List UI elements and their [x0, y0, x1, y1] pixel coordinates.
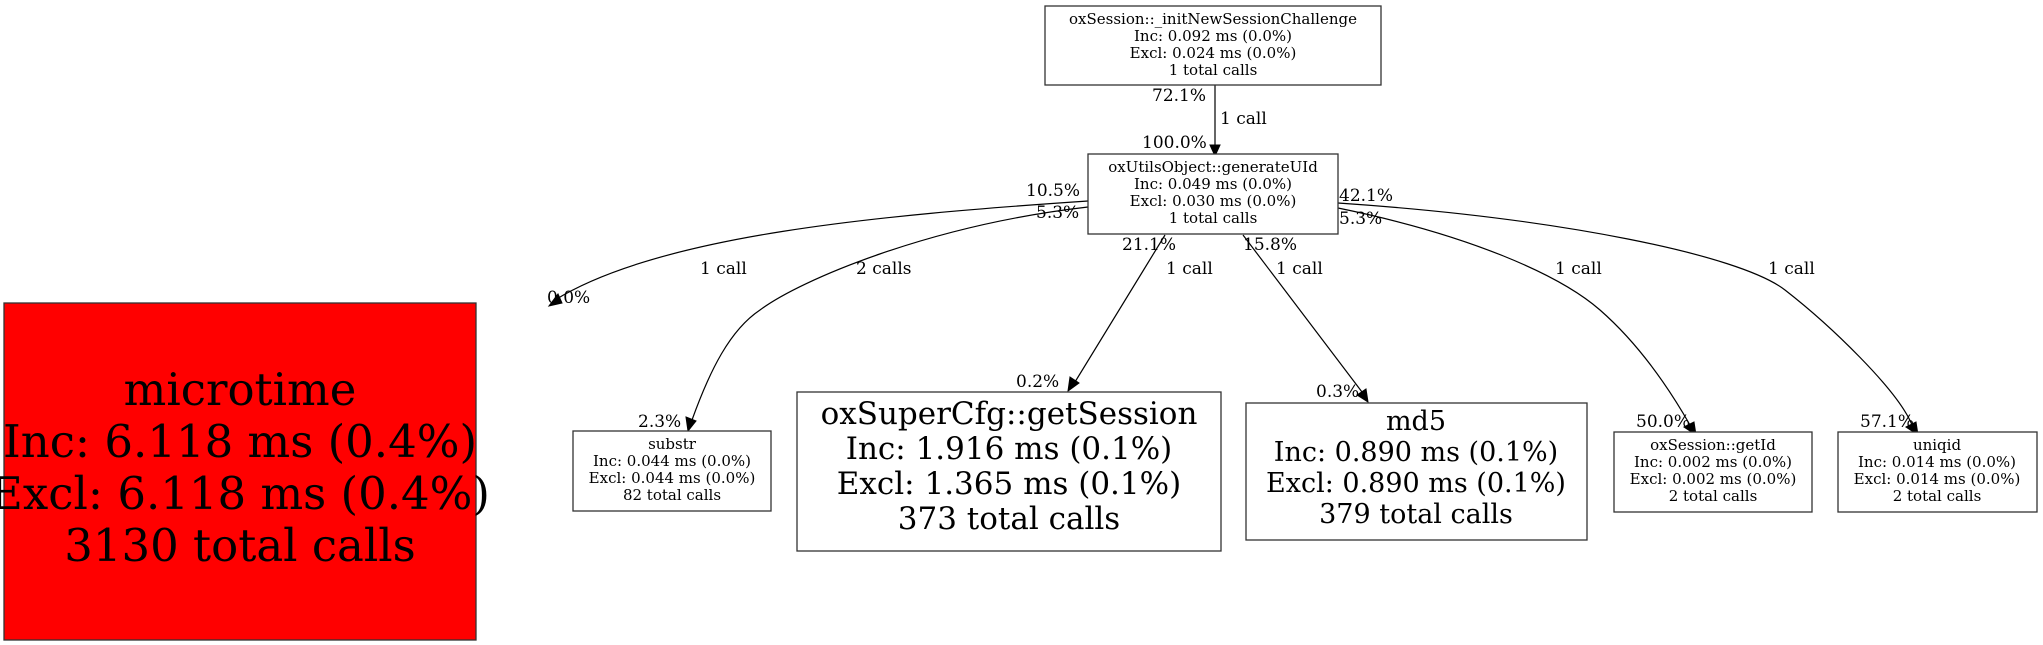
node-excl: Excl: 0.024 ms (0.0%): [1130, 44, 1297, 62]
node-excl: Excl: 0.890 ms (0.1%): [1266, 468, 1566, 499]
edge-label: 2 calls: [856, 259, 911, 279]
node-inc: Inc: 0.092 ms (0.0%): [1134, 27, 1292, 45]
edge-tail-percent: 10.5%: [1026, 181, 1080, 201]
node-excl: Excl: 6.118 ms (0.4%): [0, 467, 490, 520]
edge-label: 1 call: [1555, 259, 1602, 279]
node-calls: 373 total calls: [898, 501, 1120, 537]
node-excl: Excl: 1.365 ms (0.1%): [837, 466, 1181, 502]
edge-tail-percent: 42.1%: [1339, 186, 1393, 206]
node-title: oxSession::_initNewSessionChallenge: [1069, 10, 1357, 28]
node-excl: Excl: 0.002 ms (0.0%): [1630, 470, 1797, 488]
edge-tail-percent: 21.1%: [1122, 235, 1176, 255]
node-inc: Inc: 1.916 ms (0.1%): [846, 431, 1173, 467]
node-calls: 3130 total calls: [64, 519, 416, 572]
edge-tail-percent: 72.1%: [1152, 86, 1206, 106]
edge-generateuid-to-uniqid: 1 call 42.1% 57.1%: [1337, 186, 1919, 437]
node-calls: 1 total calls: [1169, 61, 1258, 79]
node-calls: 1 total calls: [1169, 209, 1258, 227]
edge-head-percent: 2.3%: [638, 412, 681, 432]
edge-label: 1 call: [1276, 259, 1323, 279]
node-calls: 379 total calls: [1319, 499, 1513, 530]
node-title: oxSuperCfg::getSession: [821, 396, 1198, 432]
node-inc: Inc: 0.014 ms (0.0%): [1858, 453, 2016, 471]
edge-head-percent: 100.0%: [1142, 133, 1207, 153]
node-title: substr: [648, 435, 697, 453]
node-init-new-session-challenge[interactable]: oxSession::_initNewSessionChallenge Inc:…: [1044, 5, 1382, 86]
edge-tail-percent: 5.3%: [1036, 203, 1079, 223]
node-excl: Excl: 0.030 ms (0.0%): [1130, 192, 1297, 210]
edge-label: 1 call: [1768, 259, 1815, 279]
node-excl: Excl: 0.014 ms (0.0%): [1854, 470, 2021, 488]
node-microtime[interactable]: microtime Inc: 6.118 ms (0.4%) Excl: 6.1…: [0, 302, 490, 641]
node-title: microtime: [124, 363, 357, 416]
node-calls: 82 total calls: [623, 486, 721, 504]
edge-label: 1 call: [1220, 109, 1267, 129]
edge-init-to-generateuid: 1 call 72.1% 100.0%: [1142, 85, 1267, 158]
node-title: oxSession::getId: [1650, 436, 1776, 454]
edge-head-percent: 0.0%: [547, 288, 590, 308]
edge-generateuid-to-microtime: 1 call 10.5% 0.0%: [547, 181, 1089, 308]
edge-head-percent: 0.3%: [1316, 382, 1359, 402]
edge-tail-percent: 15.8%: [1243, 235, 1297, 255]
node-inc: Inc: 0.890 ms (0.1%): [1274, 437, 1558, 468]
edge-label: 1 call: [1166, 259, 1213, 279]
node-inc: Inc: 6.118 ms (0.4%): [3, 415, 477, 468]
edge-head-percent: 0.2%: [1016, 372, 1059, 392]
edge-head-percent: 57.1%: [1860, 412, 1914, 432]
edge-generateuid-to-md5: 1 call 15.8% 0.3%: [1242, 234, 1369, 404]
node-calls: 2 total calls: [1893, 487, 1982, 505]
node-inc: Inc: 0.002 ms (0.0%): [1634, 453, 1792, 471]
edge-label: 1 call: [700, 259, 747, 279]
node-excl: Excl: 0.044 ms (0.0%): [589, 469, 756, 487]
node-inc: Inc: 0.049 ms (0.0%): [1134, 175, 1292, 193]
edge-head-percent: 50.0%: [1636, 412, 1690, 432]
edge-generateuid-to-getsession: 1 call 21.1% 0.2%: [1016, 234, 1213, 393]
node-get-id[interactable]: oxSession::getId Inc: 0.002 ms (0.0%) Ex…: [1613, 431, 1813, 513]
node-calls: 2 total calls: [1669, 487, 1758, 505]
node-inc: Inc: 0.044 ms (0.0%): [593, 452, 751, 470]
node-title: md5: [1386, 406, 1446, 437]
node-md5[interactable]: md5 Inc: 0.890 ms (0.1%) Excl: 0.890 ms …: [1245, 402, 1588, 541]
node-uniqid[interactable]: uniqid Inc: 0.014 ms (0.0%) Excl: 0.014 …: [1837, 431, 2038, 513]
node-title: oxUtilsObject::generateUId: [1108, 158, 1318, 176]
edge-tail-percent: 5.3%: [1339, 209, 1382, 229]
node-get-session[interactable]: oxSuperCfg::getSession Inc: 1.916 ms (0.…: [796, 391, 1222, 552]
edge-generateuid-to-getid: 1 call 5.3% 50.0%: [1337, 207, 1697, 437]
edge-generateuid-to-substr: 2 calls 5.3% 2.3%: [638, 203, 1089, 433]
node-generate-uid[interactable]: oxUtilsObject::generateUId Inc: 0.049 ms…: [1087, 153, 1339, 235]
node-title: uniqid: [1913, 436, 1962, 454]
node-substr[interactable]: substr Inc: 0.044 ms (0.0%) Excl: 0.044 …: [572, 430, 772, 512]
